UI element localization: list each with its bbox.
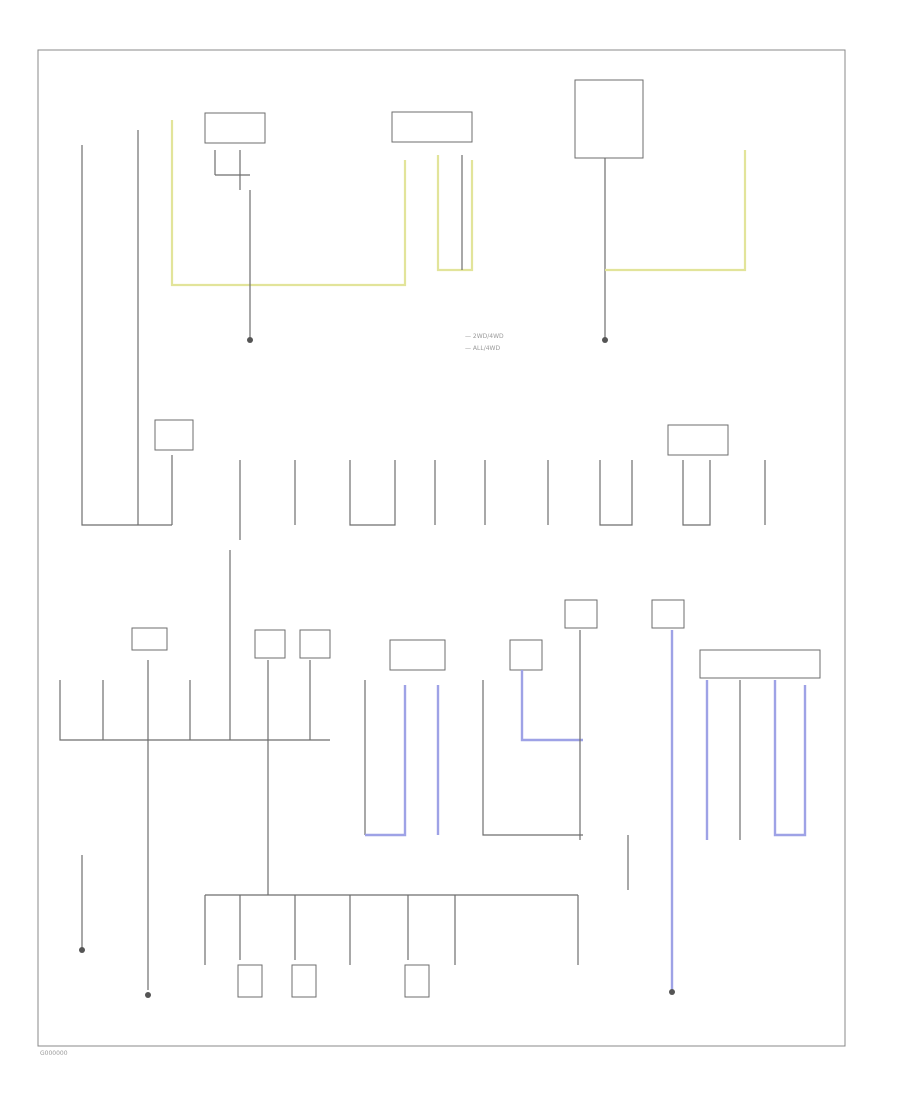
component-box-low-3 — [299, 629, 331, 659]
component-box-bottom-3 — [404, 964, 430, 998]
legend-line-2: — ALL/4WD — [465, 345, 500, 352]
ground-point-g3 — [145, 992, 151, 998]
component-box-mid-right — [667, 424, 729, 456]
component-box-bottom-1 — [237, 964, 263, 998]
component-box-powertrain-module — [391, 111, 473, 143]
component-box-low-5 — [509, 639, 543, 671]
component-box-low-8 — [699, 649, 821, 679]
wire-low-b — [482, 680, 583, 836]
wire-blue-1 — [365, 685, 407, 837]
legend-line-1: — 2WD/4WD — [465, 333, 504, 340]
wire-mid-c — [349, 460, 396, 526]
wire-transmission — [214, 150, 251, 340]
diagram-frame — [37, 49, 846, 1047]
wire-yellow-right — [605, 150, 747, 272]
ground-point-g1 — [247, 337, 253, 343]
component-box-low-6 — [564, 599, 598, 629]
wire-top-left-1 — [81, 145, 172, 526]
wire-bus-left — [59, 680, 330, 741]
ground-point-g5 — [669, 989, 675, 995]
diagram-code: G000000 — [40, 1050, 68, 1057]
component-box-low-2 — [254, 629, 286, 659]
component-box-transmission — [204, 112, 266, 144]
wire-splice-drops — [204, 895, 579, 965]
component-box-mid-1 — [154, 419, 194, 451]
component-box-low-7 — [651, 599, 685, 629]
component-box-bottom-2 — [291, 964, 317, 998]
component-box-relay — [574, 79, 644, 159]
wire-mid-h — [682, 460, 711, 526]
wire-yellow-left — [170, 120, 407, 287]
ground-point-g2 — [602, 337, 608, 343]
ground-point-g4 — [79, 947, 85, 953]
component-box-low-1 — [131, 627, 168, 651]
wire-blue-3 — [520, 670, 583, 742]
wire-blue-6 — [773, 680, 807, 837]
wire-yellow-mid — [436, 155, 474, 272]
component-box-low-4 — [389, 639, 446, 671]
wire-bus-left-drops — [102, 550, 311, 740]
wire-mid-g — [599, 460, 633, 526]
